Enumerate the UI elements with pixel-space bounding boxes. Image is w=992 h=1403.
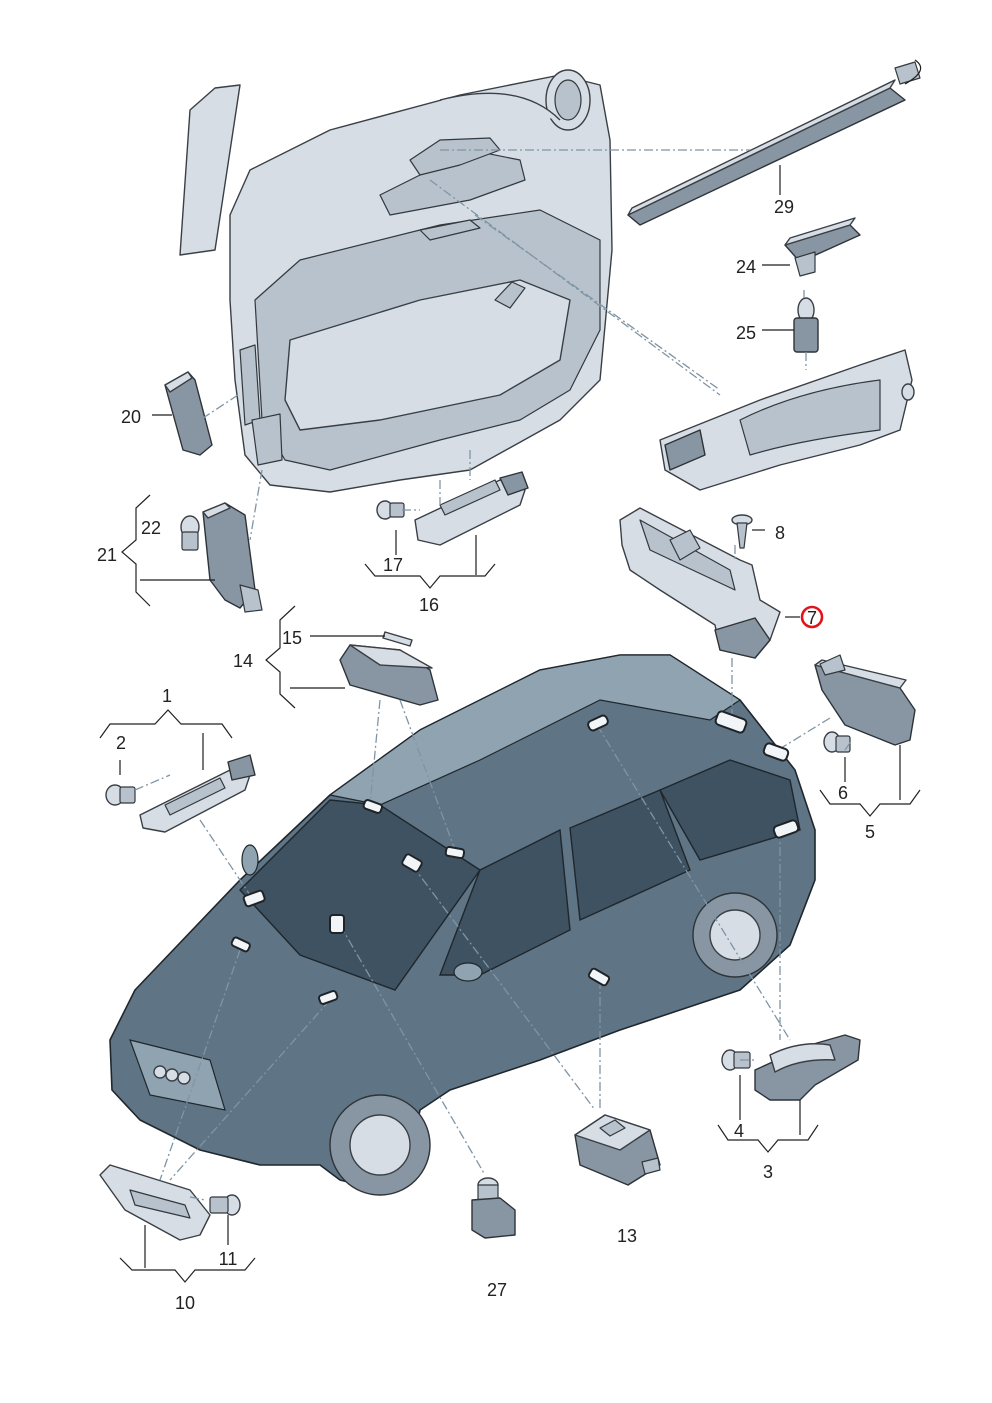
label-part-13[interactable]: 13 bbox=[617, 1226, 637, 1246]
part-1-light[interactable] bbox=[139, 754, 256, 833]
label-part-3[interactable]: 3 bbox=[763, 1162, 773, 1182]
label-part-2[interactable]: 2 bbox=[116, 733, 126, 753]
part-13-control-unit[interactable] bbox=[574, 1114, 661, 1186]
label-part-14[interactable]: 14 bbox=[233, 651, 253, 671]
part-27-switch[interactable] bbox=[471, 1177, 516, 1239]
part-25-bulb[interactable] bbox=[793, 297, 819, 353]
label-part-1[interactable]: 1 bbox=[162, 686, 172, 706]
dashed-connection-lines bbox=[134, 149, 853, 1201]
label-part-29[interactable]: 29 bbox=[774, 197, 794, 217]
label-part-17[interactable]: 17 bbox=[383, 555, 403, 575]
label-part-8[interactable]: 8 bbox=[775, 523, 785, 543]
part-17-bulb[interactable] bbox=[376, 500, 405, 520]
part-8-screw[interactable] bbox=[731, 514, 753, 549]
part-labels: 29 24 25 20 22 21 17 16 8 7 15 14 1 2 6 … bbox=[97, 197, 875, 1313]
part-4-bulb[interactable] bbox=[721, 1049, 751, 1071]
part-15-festoon-bulb[interactable] bbox=[382, 631, 413, 647]
group-brackets bbox=[99, 494, 921, 1283]
part-10-licence-light[interactable] bbox=[99, 1164, 211, 1241]
part-11-bulb[interactable] bbox=[209, 1194, 241, 1216]
label-part-11[interactable]: 11 bbox=[219, 1249, 238, 1269]
part-20-side-light[interactable] bbox=[164, 371, 213, 456]
part-22-bulb[interactable] bbox=[180, 515, 200, 551]
part-2-bulb[interactable] bbox=[105, 784, 136, 806]
label-part-7[interactable]: 7 bbox=[807, 608, 817, 628]
part-14-interior-light[interactable] bbox=[339, 644, 439, 706]
car-location-markers bbox=[230, 710, 800, 1005]
label-part-22[interactable]: 22 bbox=[141, 518, 161, 538]
label-part-4[interactable]: 4 bbox=[734, 1121, 744, 1141]
label-part-25[interactable]: 25 bbox=[736, 323, 756, 343]
label-part-15[interactable]: 15 bbox=[282, 628, 302, 648]
label-part-24[interactable]: 24 bbox=[736, 257, 756, 277]
part-29-ambient-light-strip[interactable] bbox=[627, 59, 922, 226]
label-leader-lines bbox=[119, 165, 901, 1268]
part-7-bracket[interactable] bbox=[619, 507, 781, 659]
label-part-5[interactable]: 5 bbox=[865, 822, 875, 842]
part-5-footwell-light[interactable] bbox=[814, 654, 916, 746]
label-part-20[interactable]: 20 bbox=[121, 407, 141, 427]
door-handle-assembly bbox=[659, 349, 915, 491]
part-24-light-unit[interactable] bbox=[784, 217, 861, 277]
label-part-21[interactable]: 21 bbox=[97, 545, 117, 565]
door-panel bbox=[179, 69, 613, 493]
part-3-light[interactable] bbox=[754, 1034, 861, 1101]
part-21-warning-light[interactable] bbox=[202, 502, 263, 613]
part-16-entry-light[interactable] bbox=[414, 471, 529, 546]
highlight-ring-part-7 bbox=[800, 605, 824, 629]
label-part-10[interactable]: 10 bbox=[175, 1293, 195, 1313]
label-part-6[interactable]: 6 bbox=[838, 783, 848, 803]
car-illustration bbox=[109, 654, 816, 1196]
label-part-16[interactable]: 16 bbox=[419, 595, 439, 615]
label-part-27[interactable]: 27 bbox=[487, 1280, 507, 1300]
